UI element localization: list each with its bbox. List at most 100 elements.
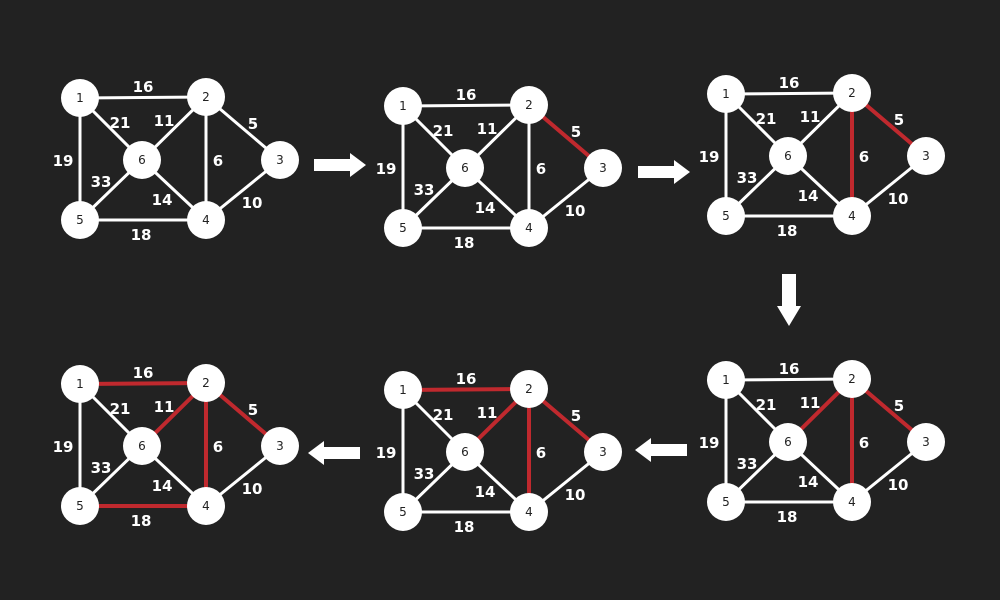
edge-1-2-selected: [401, 387, 531, 392]
node-1: 1: [707, 361, 745, 399]
node-circle: [187, 78, 225, 116]
node-2: 2: [510, 86, 548, 124]
node-label: 6: [784, 149, 792, 163]
node-circle: [384, 87, 422, 125]
node-label: 4: [202, 499, 210, 513]
node-circle: [584, 433, 622, 471]
node-6: 6: [123, 427, 161, 465]
edge-weight-label: 33: [414, 181, 435, 199]
edge-weight-label: 33: [414, 465, 435, 483]
node-circle: [510, 370, 548, 408]
arrow-down-icon: [777, 274, 801, 326]
node-4: 4: [510, 493, 548, 531]
node-label: 2: [202, 376, 210, 390]
edge-weight-label: 5: [248, 401, 258, 419]
node-2: 2: [187, 364, 225, 402]
edge-weight-label: 10: [242, 194, 263, 212]
node-circle: [510, 209, 548, 247]
node-label: 6: [138, 153, 146, 167]
node-label: 2: [848, 86, 856, 100]
node-label: 5: [722, 495, 730, 509]
node-3: 3: [907, 137, 945, 175]
edge-1-2: [78, 95, 208, 100]
edge-weight-label: 10: [565, 486, 586, 504]
node-4: 4: [187, 201, 225, 239]
node-circle: [61, 79, 99, 117]
node-1: 1: [384, 371, 422, 409]
edge-weight-label: 16: [456, 86, 477, 104]
node-2: 2: [187, 78, 225, 116]
node-label: 6: [461, 445, 469, 459]
node-circle: [707, 361, 745, 399]
node-circle: [833, 197, 871, 235]
node-3: 3: [584, 149, 622, 187]
node-label: 1: [399, 383, 407, 397]
node-label: 3: [922, 435, 930, 449]
node-circle: [187, 364, 225, 402]
node-circle: [907, 423, 945, 461]
edge-weight-label: 21: [433, 122, 454, 140]
node-5: 5: [61, 201, 99, 239]
edge-1-2: [724, 377, 854, 382]
edge-weight-label: 11: [800, 394, 821, 412]
edge-weight-label: 11: [477, 404, 498, 422]
node-circle: [707, 197, 745, 235]
edge-weight-label: 6: [859, 148, 869, 166]
node-5: 5: [61, 487, 99, 525]
edge-weight-label: 5: [571, 123, 581, 141]
edge-weight-label: 19: [699, 434, 720, 452]
node-label: 3: [599, 445, 607, 459]
node-label: 5: [76, 499, 84, 513]
node-5: 5: [707, 197, 745, 235]
edge-weight-label: 16: [133, 364, 154, 382]
node-3: 3: [907, 423, 945, 461]
edge-weight-label: 14: [152, 191, 173, 209]
edge-weight-label: 5: [894, 111, 904, 129]
edge-weight-label: 14: [475, 483, 496, 501]
node-6: 6: [769, 423, 807, 461]
node-5: 5: [384, 493, 422, 531]
node-6: 6: [123, 141, 161, 179]
node-1: 1: [384, 87, 422, 125]
node-label: 1: [76, 377, 84, 391]
edge-weight-label: 16: [133, 78, 154, 96]
node-circle: [261, 427, 299, 465]
edge-weight-label: 10: [888, 190, 909, 208]
node-circle: [384, 209, 422, 247]
node-circle: [187, 487, 225, 525]
edge-weight-label: 19: [376, 160, 397, 178]
node-circle: [61, 365, 99, 403]
node-label: 4: [848, 209, 856, 223]
node-circle: [510, 86, 548, 124]
node-circle: [707, 75, 745, 113]
node-circle: [187, 201, 225, 239]
node-label: 4: [848, 495, 856, 509]
node-3: 3: [261, 141, 299, 179]
node-circle: [384, 371, 422, 409]
edge-weight-label: 11: [154, 112, 175, 130]
edge-weight-label: 14: [798, 473, 819, 491]
node-label: 3: [599, 161, 607, 175]
edge-weight-label: 33: [737, 169, 758, 187]
edge-weight-label: 19: [376, 444, 397, 462]
node-circle: [833, 360, 871, 398]
edge-weight-label: 11: [800, 108, 821, 126]
edge-weight-label: 18: [777, 508, 798, 526]
node-label: 1: [76, 91, 84, 105]
node-1: 1: [61, 79, 99, 117]
arrow-left-icon: [308, 441, 360, 465]
node-1: 1: [707, 75, 745, 113]
edge-weight-label: 18: [131, 512, 152, 530]
node-circle: [261, 141, 299, 179]
node-label: 1: [722, 373, 730, 387]
node-5: 5: [707, 483, 745, 521]
node-6: 6: [446, 149, 484, 187]
edge-weight-label: 21: [110, 400, 131, 418]
edge-weight-label: 19: [53, 438, 74, 456]
node-3: 3: [261, 427, 299, 465]
node-circle: [61, 201, 99, 239]
